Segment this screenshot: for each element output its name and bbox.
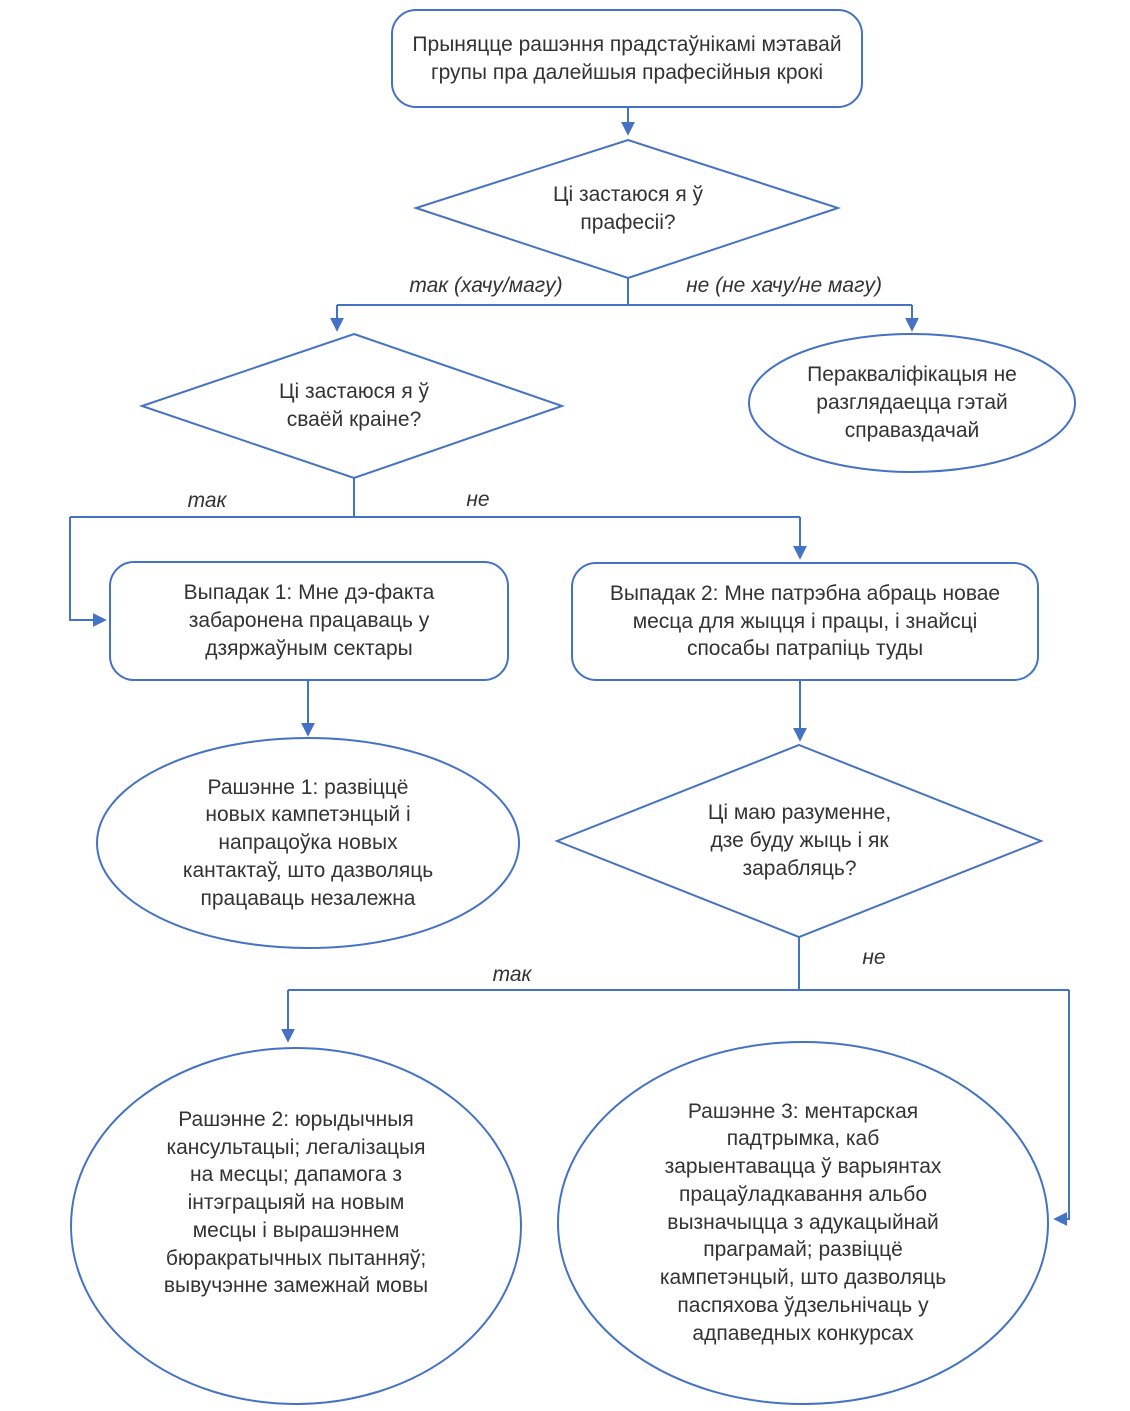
decision1-no-label: не (не хачу/не магу) (686, 274, 882, 297)
start-node-text: Прыняцце рашэння прадстаўнікамі мэтавай … (412, 32, 842, 84)
connector-no3-to-solution3 (1053, 990, 1070, 1226)
case1-text: Выпадак 1: Мне дэ-факта забаронена праца… (183, 581, 435, 660)
decision1-text: Ці застаюся я ў прафесіі? (552, 183, 704, 234)
solution1-shape (96, 737, 520, 949)
requalification-shape (748, 333, 1076, 473)
decision1-yes-label: так (хачу/магу) (409, 274, 563, 297)
solution3-shape (557, 1041, 1049, 1405)
decision3-text: Ці маю разуменне, дзе буду жыць і як зар… (707, 801, 892, 880)
decision2-no-label: не (466, 488, 490, 511)
solution2-shape (70, 1047, 522, 1405)
decision3-no-label: не (862, 946, 886, 969)
decision2-yes-label: так (187, 489, 227, 512)
solution2-text: Рашэнне 2: юрыдычныя кансультацыі; легал… (163, 1107, 429, 1298)
decision3-yes-label: так (492, 963, 532, 986)
decision2-text: Ці застаюся я ў сваёй краіне? (278, 380, 430, 431)
connector-yes2-to-case1 (69, 517, 107, 627)
case2-shape (571, 562, 1039, 681)
solution1-text: Рашэнне 1: развіццё новых кампетэнцый і … (182, 775, 434, 910)
case2-text: Выпадак 2: Мне патрэбна абраць новае мес… (609, 581, 1001, 661)
solution3-text: Рашэнне 3: ментарская падтрымка, каб зар… (659, 1099, 947, 1345)
requalification-text: Перакваліфікацыя не разглядаецца гэтай с… (807, 363, 1017, 442)
